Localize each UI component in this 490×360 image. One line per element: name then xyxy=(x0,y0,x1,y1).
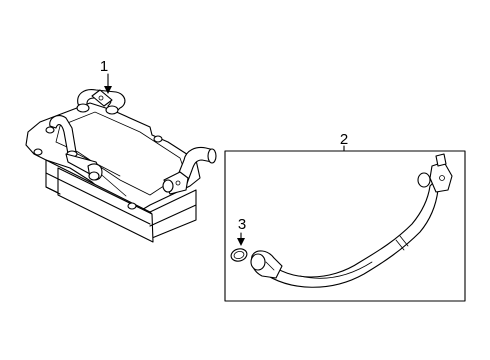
hose-end-lower xyxy=(250,253,266,271)
bolt-hole xyxy=(127,202,137,210)
o-ring-outer xyxy=(230,248,248,262)
o-ring-inner xyxy=(233,250,245,260)
o-ring[interactable] xyxy=(230,247,249,263)
leader-arrow-3 xyxy=(237,238,245,246)
pipe-bracket xyxy=(91,89,113,107)
pipe-end xyxy=(105,105,119,115)
pipe-end xyxy=(207,148,217,164)
oil-cooler-hose[interactable] xyxy=(250,153,453,288)
hose-bracket-tab xyxy=(435,153,447,167)
callout-2: 2 xyxy=(340,131,348,152)
hose-end-upper xyxy=(417,172,431,188)
callout-label-1: 1 xyxy=(100,58,108,75)
bolt-hole xyxy=(45,126,55,134)
hose-tube xyxy=(261,179,445,288)
pipe-end xyxy=(88,171,100,181)
oil-cooler[interactable] xyxy=(25,89,217,243)
callout-label-3: 3 xyxy=(238,216,246,233)
callout-3: 3 xyxy=(237,216,246,246)
bolt-hole xyxy=(153,135,163,143)
leader-arrow-1 xyxy=(104,86,112,94)
part-2-box xyxy=(224,150,466,302)
callout-label-2: 2 xyxy=(340,131,348,148)
pipe-end xyxy=(162,179,174,193)
cooler-body-lower xyxy=(57,167,154,243)
bolt-hole xyxy=(33,148,43,156)
callout-1: 1 xyxy=(100,58,112,94)
pipe-end xyxy=(76,103,90,113)
